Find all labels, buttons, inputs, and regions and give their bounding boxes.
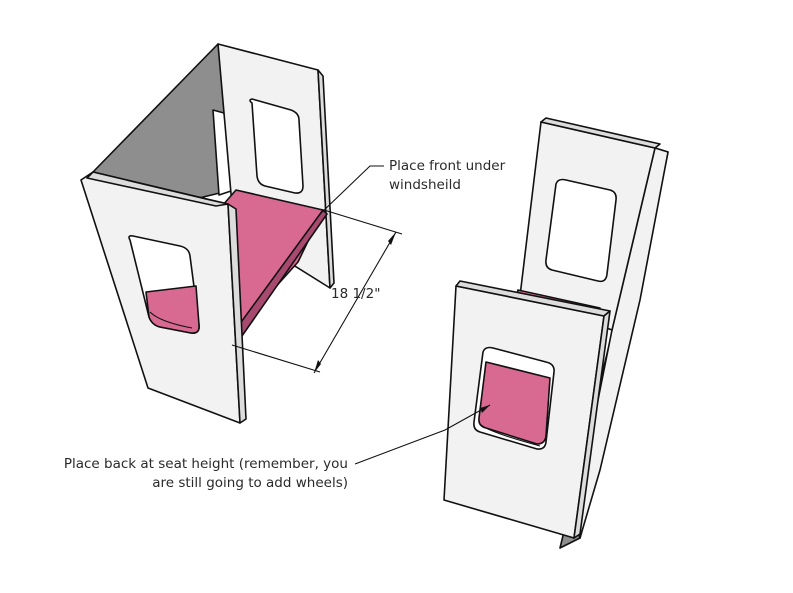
left-front-panel-thickness <box>227 203 247 424</box>
right-front-panel-side <box>573 310 611 539</box>
dimension-18-5 <box>231 209 403 374</box>
left-right-panel-window <box>249 98 304 194</box>
left-seat-through-window <box>145 285 200 334</box>
right-side-panel-face <box>573 147 669 539</box>
left-assembly <box>80 43 335 424</box>
right-assembly <box>443 117 669 549</box>
annotation-front-line2: windsheild <box>389 177 461 193</box>
dimension-label: 18 1/2" <box>331 286 381 302</box>
right-seat-through-window <box>478 361 551 445</box>
front-leader-line <box>319 165 384 215</box>
annotation-back-line2: are still going to add wheels) <box>152 475 348 491</box>
annotation-place-front: Place front under windsheild <box>389 157 505 195</box>
right-back-window <box>545 178 617 283</box>
right-back-panel-edge <box>540 117 661 149</box>
left-front-panel-edge <box>86 171 229 207</box>
back-leader-line <box>354 404 491 465</box>
annotation-place-back: Place back at seat height (remember, you… <box>64 455 348 493</box>
annotation-front-line1: Place front under <box>389 158 506 174</box>
annotation-back-line1: Place back at seat height (remember, you <box>63 456 348 472</box>
